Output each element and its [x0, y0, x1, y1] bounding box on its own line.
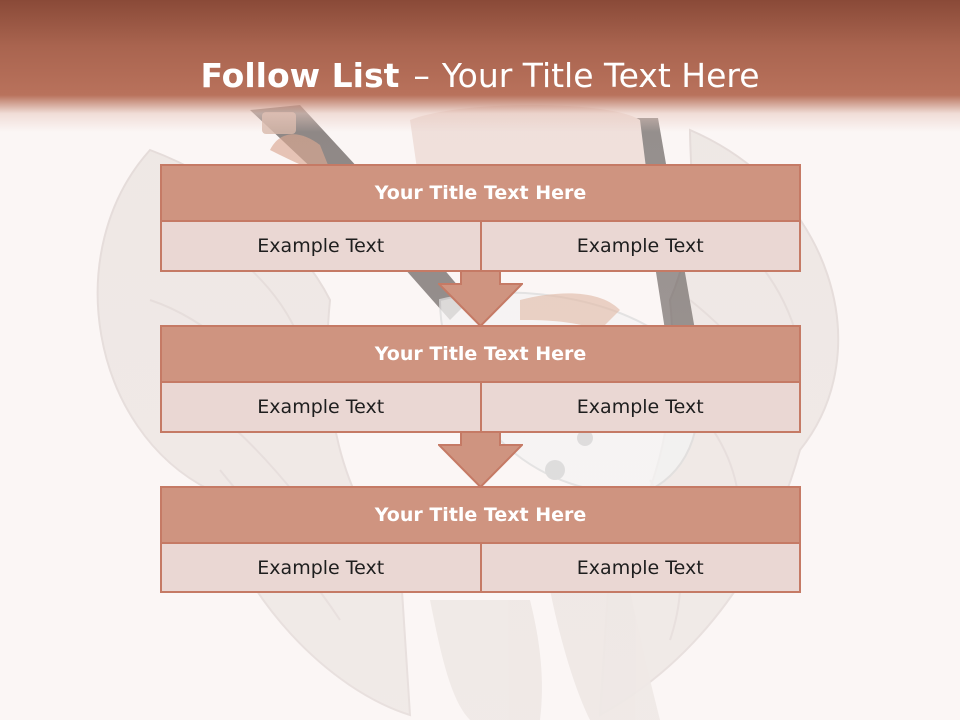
slide-title-dash: – [413, 56, 430, 95]
stage-row: Example Text Example Text [162, 222, 799, 270]
slide-title-rest: Your Title Text Here [441, 56, 760, 95]
stage-row: Example Text Example Text [162, 544, 799, 591]
stage-1: Your Title Text Here Example Text Exampl… [160, 164, 801, 272]
down-arrow-icon [438, 432, 523, 488]
stage-cell-right: Example Text [479, 222, 799, 270]
slide-title-main: Follow List [200, 56, 400, 95]
header-band [0, 0, 960, 132]
stage-cell-left: Example Text [162, 544, 480, 591]
stage-row: Example Text Example Text [162, 383, 799, 431]
stage-title: Your Title Text Here [162, 166, 799, 222]
stage-cell-right: Example Text [479, 383, 799, 431]
stage-title: Your Title Text Here [162, 488, 799, 544]
down-arrow-icon [438, 271, 523, 327]
slide-title: Follow List–Your Title Text Here [0, 52, 960, 100]
stage-cell-left: Example Text [162, 222, 480, 270]
stage-title: Your Title Text Here [162, 327, 799, 383]
stage-cell-left: Example Text [162, 383, 480, 431]
stage-2: Your Title Text Here Example Text Exampl… [160, 325, 801, 433]
stage-3: Your Title Text Here Example Text Exampl… [160, 486, 801, 593]
stage-cell-right: Example Text [479, 544, 799, 591]
